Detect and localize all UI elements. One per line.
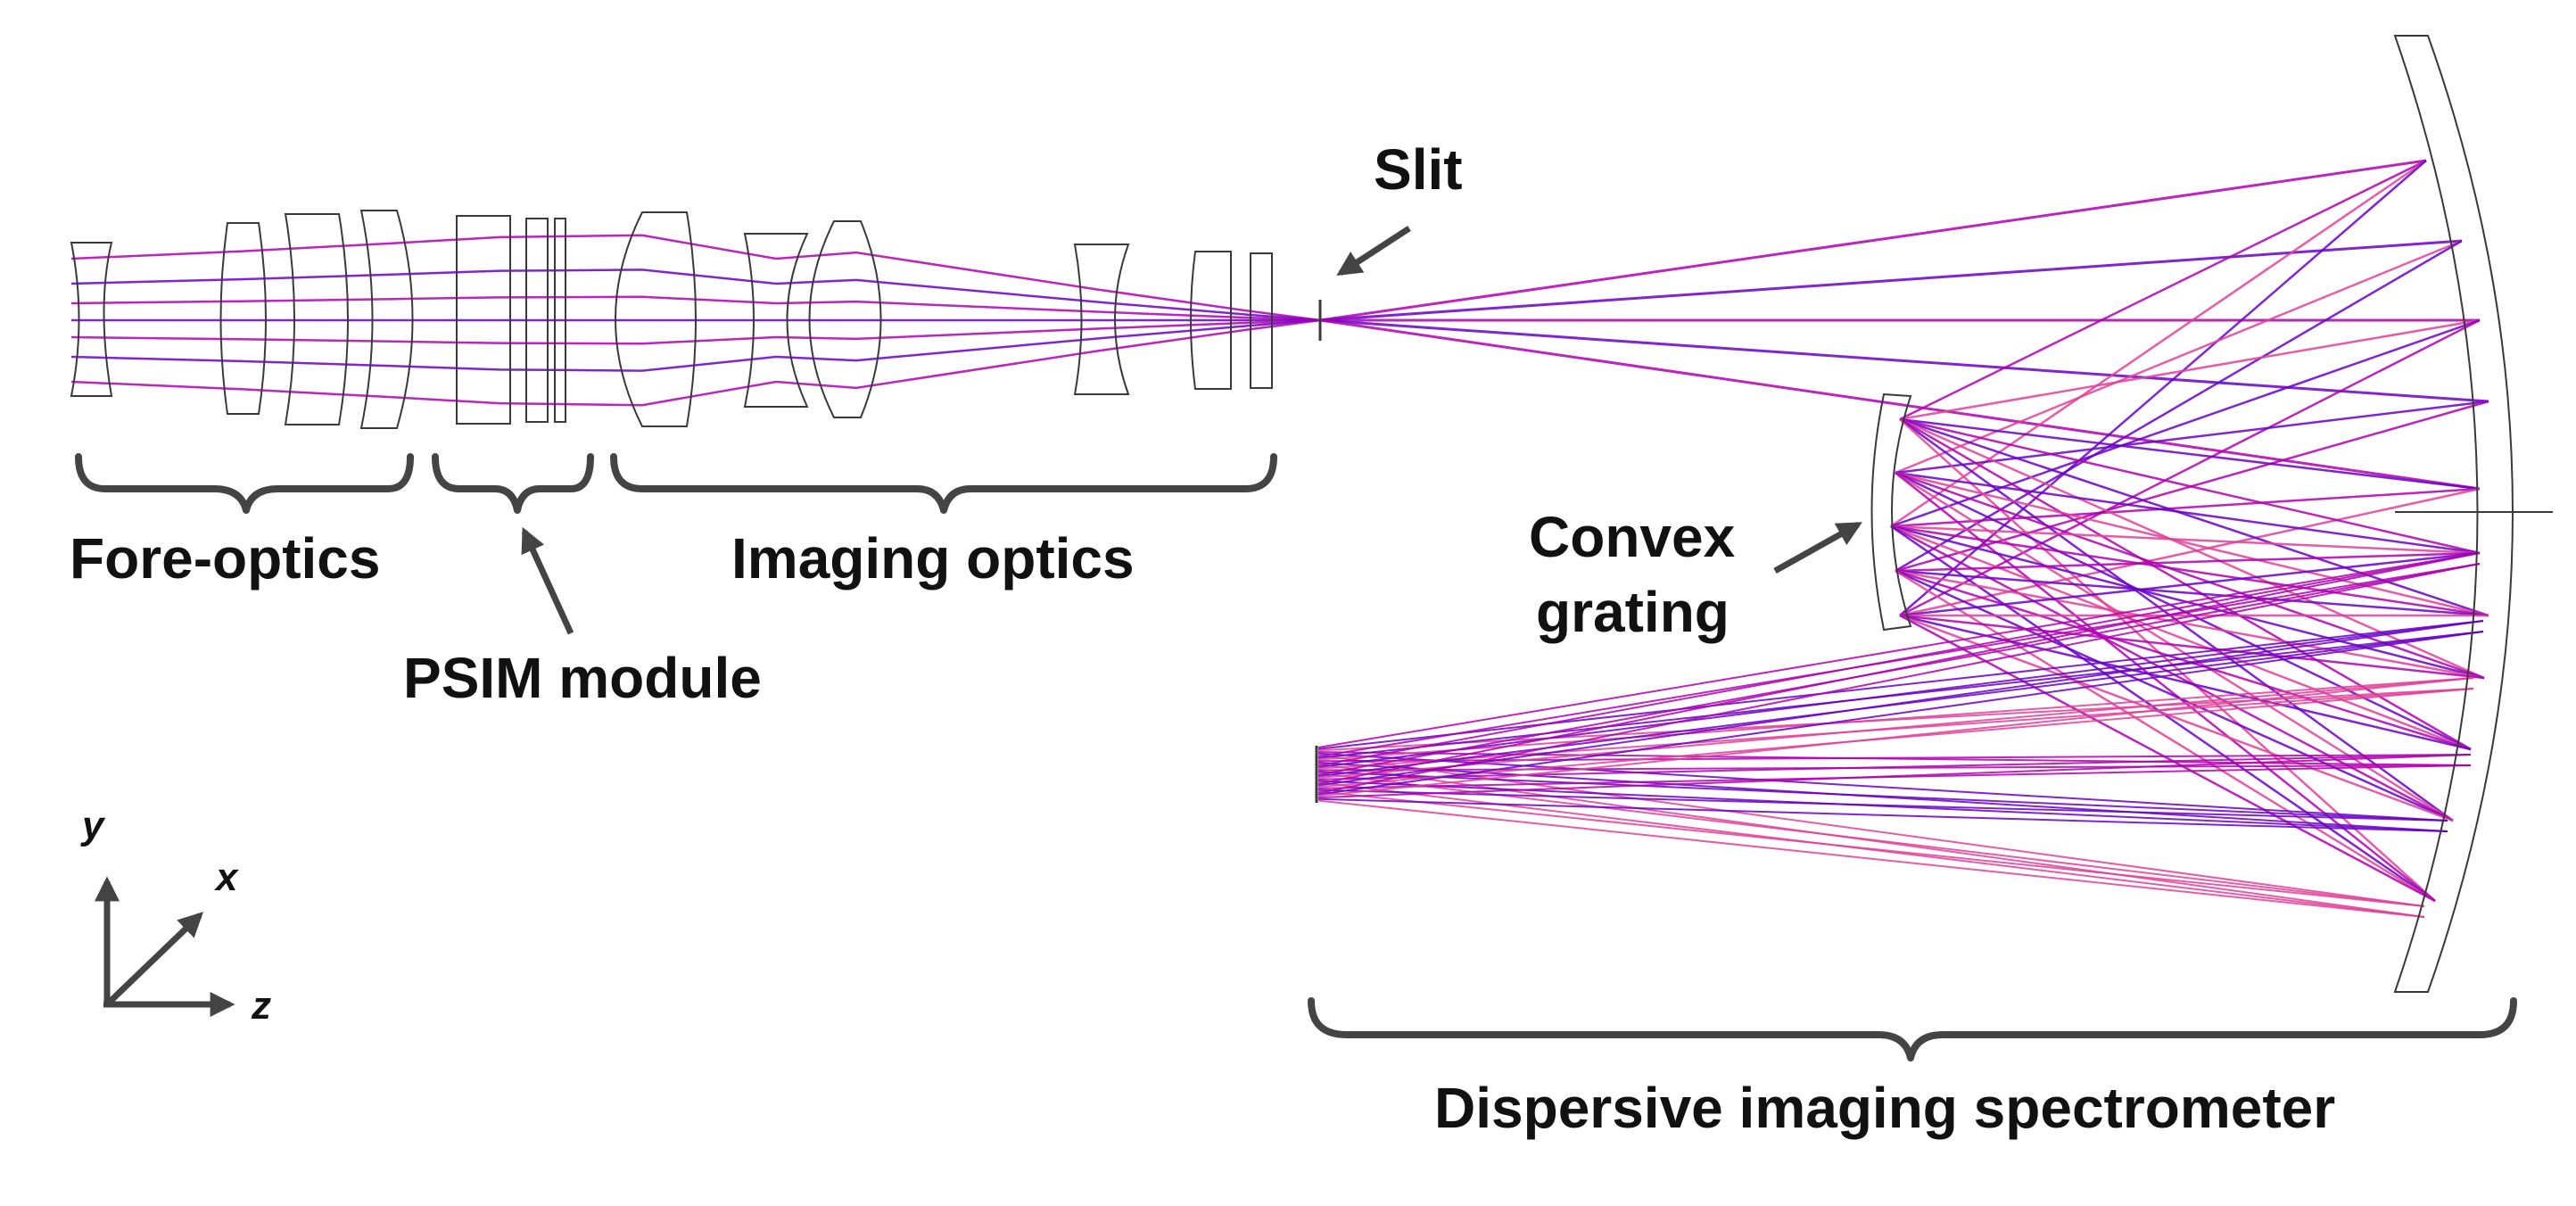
- ray: [1317, 771, 2448, 822]
- ray: [1317, 620, 2484, 769]
- ray: [1899, 159, 2427, 421]
- ray: [1890, 525, 2481, 555]
- psim-plate-3: [554, 218, 566, 423]
- lens-2: [219, 222, 267, 415]
- ray: [1895, 569, 2485, 680]
- ray: [1319, 159, 2427, 322]
- ray: [1899, 417, 2489, 617]
- convex-grating-label-line1: Convex: [1529, 505, 1736, 569]
- ray: [1317, 631, 2484, 796]
- spectrometer-brace: [1308, 997, 2517, 1061]
- x-axis-label: x: [214, 855, 239, 899]
- ray: [1890, 487, 2481, 528]
- ray: [1317, 677, 2474, 797]
- lens-3: [284, 213, 349, 425]
- ray: [1895, 569, 2472, 751]
- convex-grating-arrow: [1773, 521, 1862, 574]
- ray-bundle: [70, 159, 2489, 918]
- convex-grating-element: [1870, 392, 1912, 632]
- ray: [1899, 614, 2472, 751]
- lens-5: [615, 211, 697, 427]
- ray: [1895, 569, 2489, 617]
- slit-label: Slit: [1374, 137, 1463, 202]
- lens-6: [743, 233, 809, 408]
- lens-7: [808, 220, 882, 418]
- ray: [1890, 525, 2454, 822]
- ray: [1319, 239, 2463, 322]
- ray: [70, 318, 1321, 407]
- ray: [1895, 471, 2481, 555]
- imaging-optics-lenses: [615, 211, 1273, 427]
- fore-optics-brace: [75, 453, 414, 514]
- ray: [70, 268, 1321, 322]
- ray: [1317, 790, 2425, 907]
- ray: [1317, 752, 2448, 822]
- ray: [1899, 551, 2481, 617]
- fore-optics-label: Fore-optics: [70, 526, 380, 591]
- slit-arrow: [1336, 226, 1411, 277]
- ray: [1899, 614, 2436, 903]
- ray: [1317, 754, 2472, 781]
- ray: [1317, 797, 2448, 832]
- ray: [1317, 552, 2481, 785]
- ray: [1899, 417, 2481, 555]
- ray: [1890, 318, 2481, 528]
- ray: [1899, 614, 2485, 680]
- ray: [1317, 754, 2472, 763]
- ray: [1317, 677, 2474, 779]
- ray: [1899, 417, 2481, 491]
- ray: [1895, 471, 2489, 617]
- ray: [1317, 799, 2425, 918]
- concave-mirror-body: [2393, 35, 2514, 993]
- ray: [1899, 318, 2481, 421]
- lens-4: [359, 210, 414, 429]
- spectrometer-label: Dispersive imaging spectrometer: [1434, 1076, 2335, 1140]
- fore-optics-lenses: [70, 210, 414, 429]
- ray: [1317, 552, 2481, 767]
- ray: [1895, 569, 2454, 822]
- imaging-optics-label: Imaging optics: [731, 526, 1135, 591]
- psim-module-brace: [432, 453, 594, 514]
- ray: [1317, 620, 2484, 787]
- psim-module-arrow: [521, 526, 574, 635]
- ray: [1899, 487, 2481, 617]
- imaging-optics-brace: [610, 453, 1277, 514]
- z-axis-label: z: [251, 984, 271, 1028]
- concave-mirror: [2393, 35, 2553, 993]
- ray: [1317, 563, 2481, 794]
- ray: [1895, 239, 2463, 573]
- ray: [1319, 318, 2489, 403]
- ray: [1895, 551, 2481, 573]
- ray: [1895, 472, 2436, 902]
- lens-10: [1250, 252, 1273, 389]
- ray: [1895, 471, 2472, 751]
- ray: [70, 295, 1321, 322]
- ray: [1317, 754, 2472, 799]
- ray: [1317, 552, 2481, 748]
- ray: [70, 318, 1321, 345]
- lens-1: [70, 242, 113, 397]
- lens-8: [1073, 244, 1130, 395]
- ray: [70, 318, 1321, 372]
- ray: [1895, 569, 2436, 903]
- x-axis-arrow: [104, 912, 204, 1007]
- y-axis-label: y: [80, 804, 106, 847]
- psim-module-label: PSIM module: [403, 646, 762, 710]
- psim-module-plates: [456, 215, 566, 425]
- lens-9: [1190, 251, 1232, 390]
- ray: [1319, 318, 2481, 491]
- ray: [1317, 789, 2448, 822]
- ray: [70, 234, 1321, 322]
- ray: [1317, 620, 2484, 750]
- convex-grating-label-line2: grating: [1536, 580, 1730, 644]
- coordinate-axes: y x z: [80, 804, 271, 1028]
- ray: [1890, 525, 2489, 617]
- psim-plate-1: [456, 215, 511, 425]
- psim-plate-2: [525, 218, 549, 423]
- ray: [1890, 525, 2472, 751]
- ray: [1895, 239, 2463, 475]
